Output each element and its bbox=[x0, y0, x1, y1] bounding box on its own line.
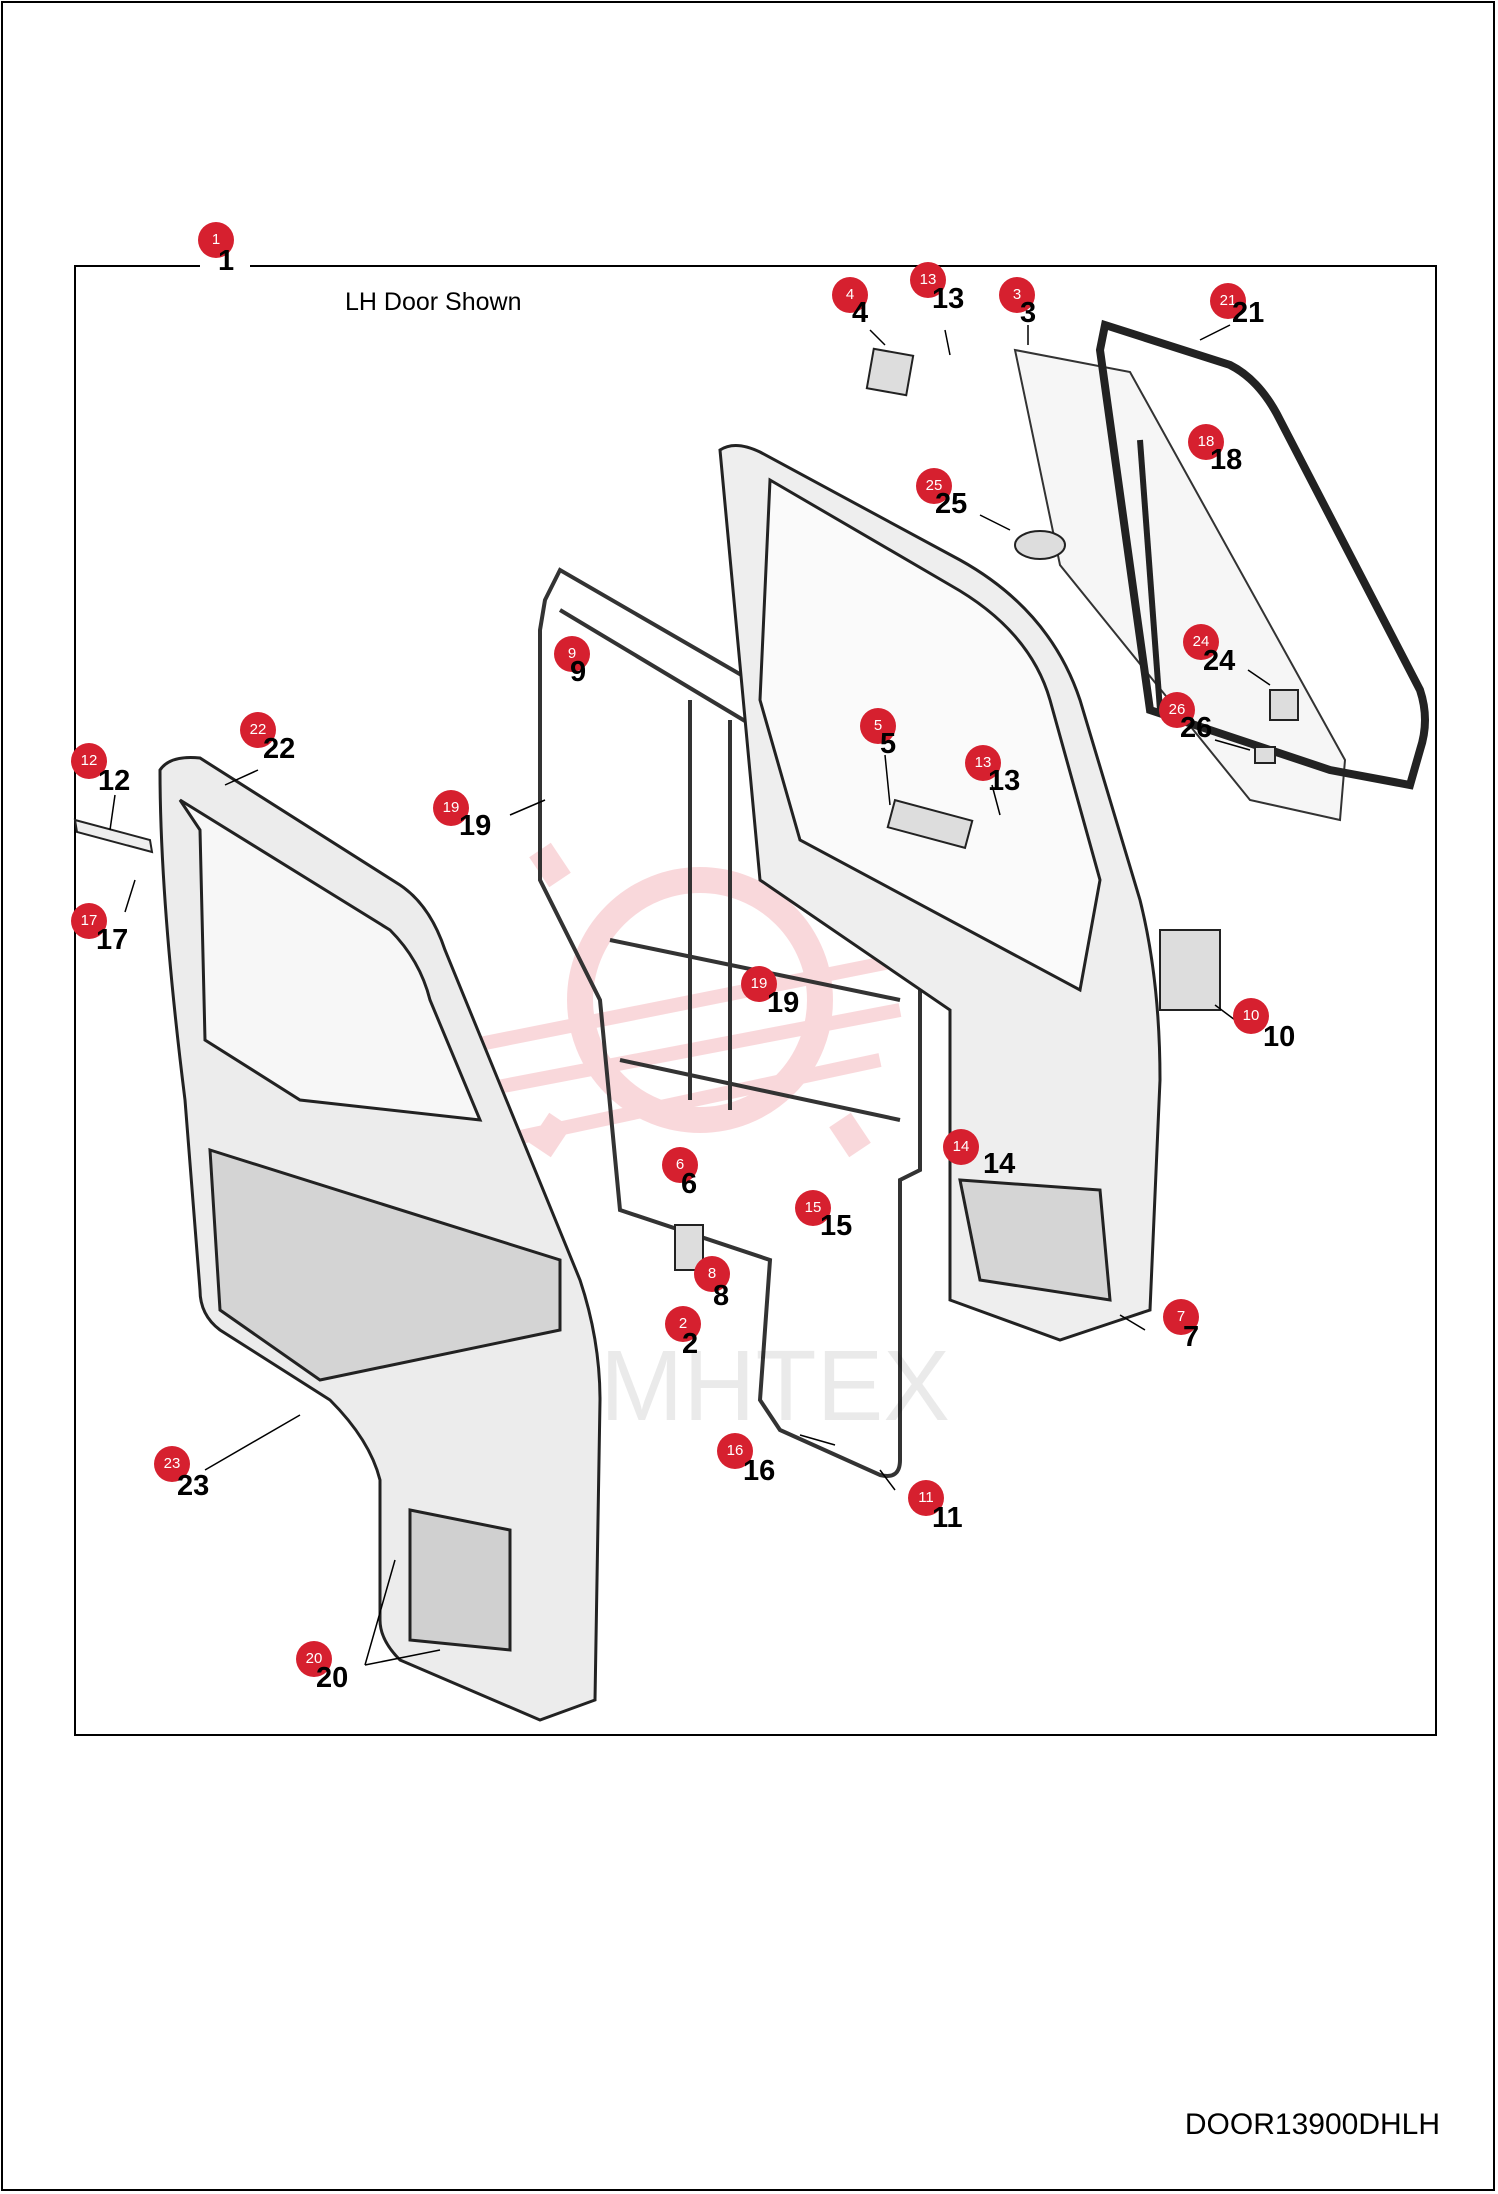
drawing-code: DOOR13900DHLH bbox=[1184, 2108, 1440, 2141]
callout-bubble-8: 8 bbox=[694, 1256, 730, 1292]
slide-catch bbox=[1014, 530, 1066, 560]
hinge-middle bbox=[886, 798, 974, 850]
callout-bubble-11: 11 bbox=[908, 1480, 944, 1516]
callout-bubble-2: 2 bbox=[665, 1306, 701, 1342]
part-number-19: 19 bbox=[459, 810, 492, 842]
hinge-top bbox=[865, 347, 915, 397]
hardware-parts bbox=[674, 347, 1299, 1271]
part-number-23: 23 bbox=[177, 1470, 210, 1502]
callout-bubble-1: 1 bbox=[198, 222, 234, 258]
part-number-6: 6 bbox=[681, 1168, 698, 1200]
callout-bubble-13: 13 bbox=[910, 262, 946, 298]
part-number-19: 19 bbox=[767, 987, 800, 1019]
watermark-text: MHTEX bbox=[600, 1330, 950, 1442]
part-number-15: 15 bbox=[820, 1210, 853, 1242]
callout-bubble-9: 9 bbox=[554, 636, 590, 672]
part-number-25: 25 bbox=[935, 488, 968, 520]
callout-bubble-16: 16 bbox=[717, 1433, 753, 1469]
part-number-22: 22 bbox=[263, 733, 296, 765]
part-number-7: 7 bbox=[1183, 1321, 1200, 1353]
part-number-2: 2 bbox=[682, 1328, 699, 1360]
part-number-21: 21 bbox=[1232, 297, 1265, 329]
view-caption: LH Door Shown bbox=[345, 288, 522, 316]
part-number-13: 13 bbox=[932, 283, 965, 315]
part-number-17: 17 bbox=[96, 924, 129, 956]
part-number-16: 16 bbox=[743, 1455, 776, 1487]
callout-bubble-17: 17 bbox=[71, 903, 107, 939]
callout-bubble-4: 4 bbox=[832, 277, 868, 313]
part-number-12: 12 bbox=[98, 765, 131, 797]
door-handle bbox=[1159, 929, 1221, 1011]
callout-bubble-13: 13 bbox=[965, 745, 1001, 781]
callout-bubble-14: 14 bbox=[943, 1129, 979, 1165]
part-number-9: 9 bbox=[570, 656, 587, 688]
part-number-20: 20 bbox=[316, 1662, 349, 1694]
part-number-3: 3 bbox=[1020, 297, 1037, 329]
callout-bubble-7: 7 bbox=[1163, 1299, 1199, 1335]
callout-bubble-21: 21 bbox=[1210, 283, 1246, 319]
part-number-18: 18 bbox=[1210, 444, 1243, 476]
callout-bubble-26: 26 bbox=[1159, 692, 1195, 728]
window-seal bbox=[1095, 319, 1429, 790]
part-number-11: 11 bbox=[932, 1502, 963, 1534]
callout-bubble-18: 18 bbox=[1188, 424, 1224, 460]
callout-bubble-10: 10 bbox=[1233, 998, 1269, 1034]
assembly-border bbox=[74, 265, 1437, 1736]
callout-bubble-20: 20 bbox=[296, 1641, 332, 1677]
sliding-glass bbox=[1013, 348, 1347, 822]
window-seal-divider bbox=[1137, 439, 1163, 711]
callout-bubble-15: 15 bbox=[795, 1190, 831, 1226]
door-inner-skin bbox=[718, 444, 1162, 1342]
callout-bubble-3: 3 bbox=[999, 277, 1035, 313]
latch-striker bbox=[1254, 746, 1276, 764]
slide-latch bbox=[1269, 689, 1299, 721]
callout-bubble-23: 23 bbox=[154, 1446, 190, 1482]
part-number-13: 13 bbox=[988, 765, 1021, 797]
part-number-4: 4 bbox=[852, 297, 869, 329]
part-number-5: 5 bbox=[880, 728, 897, 760]
callout-bubble-24: 24 bbox=[1183, 624, 1219, 660]
part-number-14: 14 bbox=[983, 1148, 1016, 1180]
callout-bubble-6: 6 bbox=[662, 1147, 698, 1183]
door-outer-panel bbox=[158, 756, 602, 1722]
callout-bubble-19: 19 bbox=[741, 966, 777, 1002]
callout-bubble-25: 25 bbox=[916, 468, 952, 504]
part-number-8: 8 bbox=[713, 1280, 730, 1312]
callout-bubble-22: 22 bbox=[240, 712, 276, 748]
callout-bubble-19: 19 bbox=[433, 790, 469, 826]
callout-bubble-5: 5 bbox=[860, 708, 896, 744]
part-number-10: 10 bbox=[1263, 1021, 1296, 1053]
callout-bubble-12: 12 bbox=[71, 743, 107, 779]
part-number-1: 1 bbox=[218, 245, 235, 277]
leader-lines bbox=[109, 324, 1271, 1666]
mounting-strip bbox=[73, 818, 154, 854]
part-number-24: 24 bbox=[1203, 645, 1236, 677]
part-number-26: 26 bbox=[1180, 712, 1213, 744]
